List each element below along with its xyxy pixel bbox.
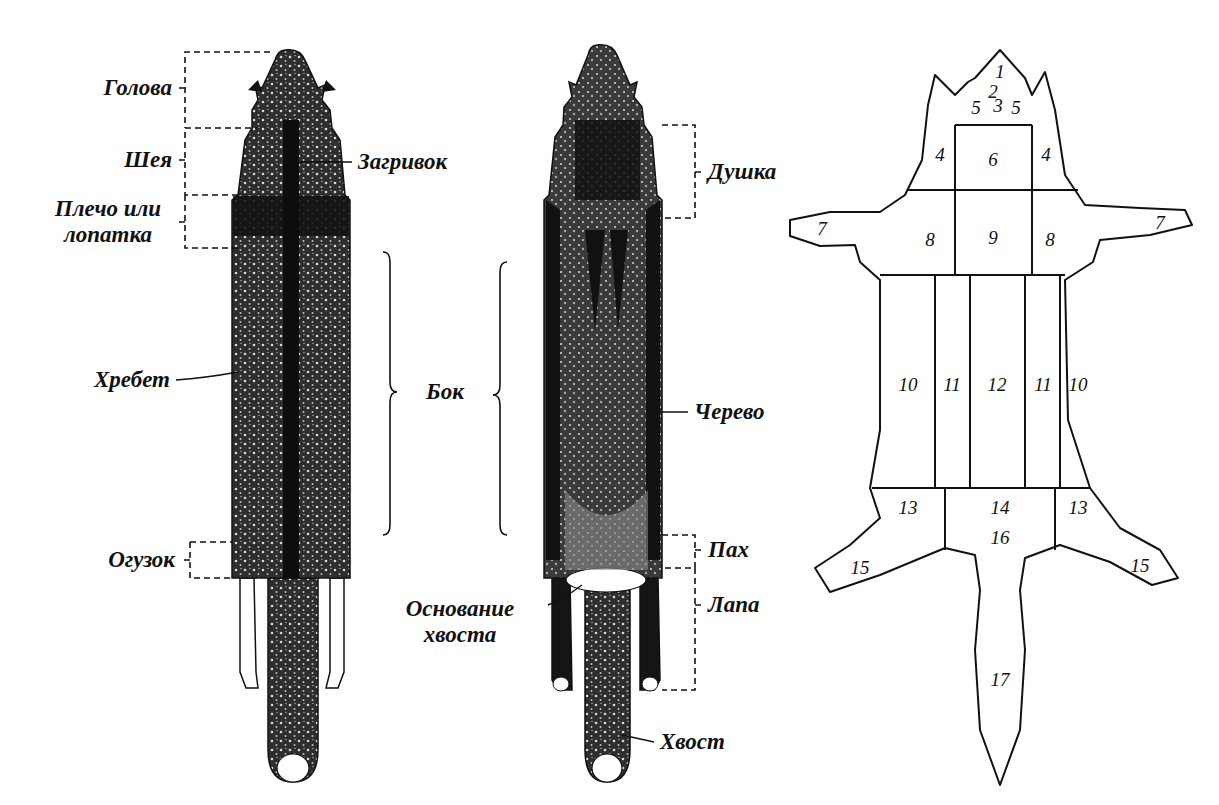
callout-number: 8	[925, 229, 935, 251]
part-label: Бок	[426, 379, 464, 405]
callout-number: 15	[1131, 555, 1150, 577]
callout-number: 9	[988, 227, 998, 249]
part-label: Голова	[103, 75, 172, 101]
left-pelt	[232, 50, 350, 782]
callout-number: 4	[935, 144, 945, 166]
part-label: Загривок	[358, 149, 447, 175]
part-label: Основание хвоста	[370, 596, 550, 649]
callout-number: 5	[1011, 97, 1021, 119]
callout-number: 6	[988, 149, 998, 171]
callout-number: 13	[899, 497, 918, 519]
part-label: Пах	[708, 537, 749, 563]
callout-number: 10	[1069, 374, 1088, 396]
callout-number: 11	[943, 374, 961, 396]
part-label: Душка	[708, 159, 776, 185]
region-brackets	[179, 52, 701, 690]
part-label: Лапа	[708, 592, 760, 618]
leader-lines	[176, 162, 688, 742]
part-label: Хвост	[660, 729, 725, 755]
callout-number: 10	[899, 374, 918, 396]
callout-number: 15	[851, 557, 870, 579]
callout-number: 16	[991, 527, 1010, 549]
middle-pelt	[544, 45, 662, 782]
callout-number: 14	[991, 497, 1010, 519]
pelt-scheme	[790, 50, 1192, 785]
callout-number: 5	[971, 97, 981, 119]
callout-number: 3	[993, 95, 1003, 117]
callout-number: 17	[991, 669, 1010, 691]
callout-number: 7	[817, 218, 827, 240]
part-label: Огузок	[108, 547, 175, 573]
callout-number: 7	[1155, 212, 1165, 234]
part-label: Хребет	[94, 367, 170, 393]
callout-number: 1	[995, 61, 1005, 83]
callout-number: 13	[1069, 497, 1088, 519]
part-label: Шея	[124, 147, 172, 173]
callout-number: 12	[988, 374, 1007, 396]
part-label: Черево	[694, 399, 765, 425]
part-label: Плечо или лопатка	[44, 196, 172, 249]
callout-number: 4	[1041, 144, 1051, 166]
callout-number: 8	[1045, 229, 1055, 251]
callout-number: 11	[1034, 374, 1052, 396]
